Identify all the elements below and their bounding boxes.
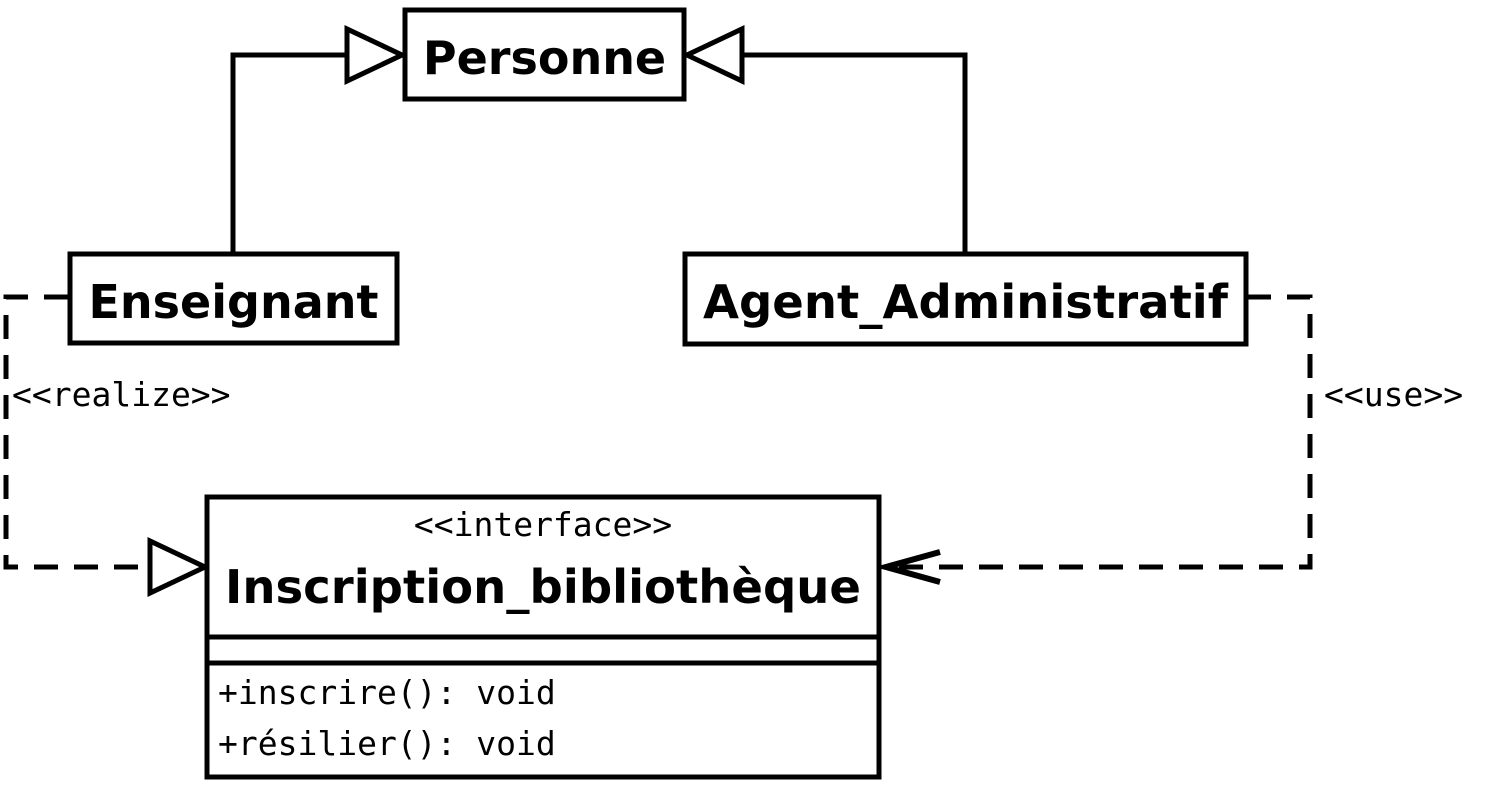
class-personne[interactable]: Personne: [402, 7, 687, 102]
generalization-agent-personne: [681, 25, 968, 253]
operation-inscrire: +inscrire(): void: [218, 673, 556, 712]
use-label: <<use>>: [1324, 375, 1463, 414]
interface-name: Inscription_bibliothèque: [225, 560, 861, 614]
interface-stereotype: <<interface>>: [414, 505, 672, 544]
class-personne-name: Personne: [423, 31, 666, 85]
realize-label: <<realize>>: [12, 375, 231, 414]
usage-agent-inscription: [874, 294, 1313, 585]
class-enseignant-name: Enseignant: [89, 275, 379, 329]
operation-resilier: +résilier(): void: [218, 724, 556, 763]
class-agent-name: Agent_Administratif: [703, 275, 1229, 329]
generalization-enseignant-personne: [230, 25, 408, 253]
class-agent-administratif[interactable]: Agent_Administratif: [682, 251, 1249, 347]
class-enseignant[interactable]: Enseignant: [67, 251, 400, 346]
interface-inscription-bibliotheque[interactable]: <<interface>> Inscription_bibliothèque +…: [204, 494, 882, 780]
realization-enseignant-inscription: [3, 294, 211, 597]
